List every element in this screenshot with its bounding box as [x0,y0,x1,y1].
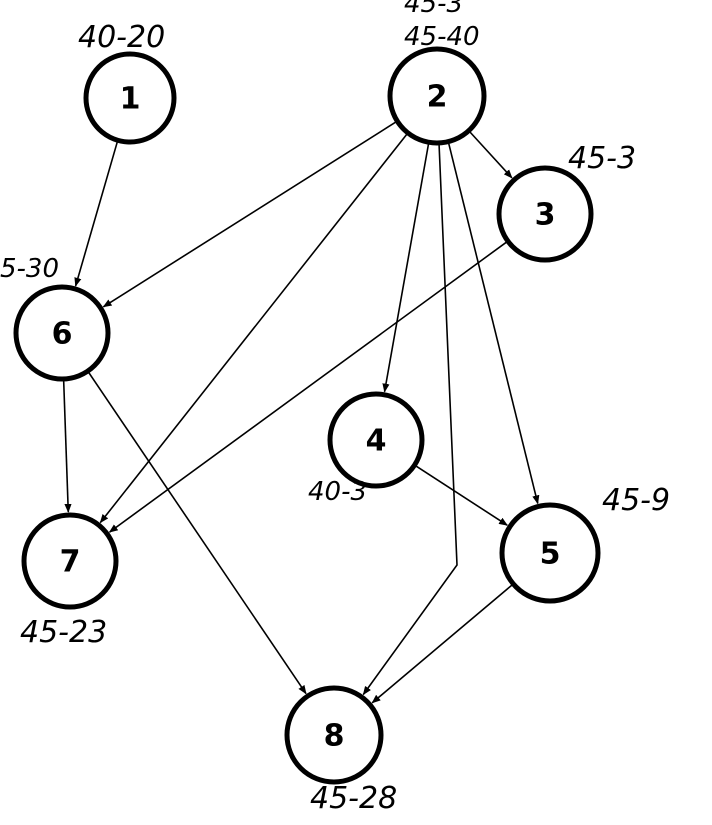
node-6-label: 6 [52,317,73,352]
edge-2-to-5 [447,143,540,505]
node-7-circle [21,512,119,610]
nodes-layer: 1 2 3 4 5 6 7 8 [13,46,601,785]
node-6: 6 [13,284,111,382]
node-2-annotation: 45-40 [404,22,480,52]
node-2-circle [387,46,487,146]
node-3-circle [496,165,594,263]
node-1-circle [83,51,177,145]
edge-2-to-7 [99,133,408,524]
edge-6-to-7 [62,380,72,513]
edge-2-to-4 [382,144,430,393]
node-5: 5 [499,502,601,604]
annotations-layer: 40-20 45-3 45-40 45-3 5-30 40-3 45-9 45-… [0,0,670,816]
node-4-circle [327,391,425,489]
edge-1-to-6 [74,141,118,287]
node-2-annotation-top: 45-3 [404,0,463,19]
edges-layer [62,121,540,704]
edge-5-to-8 [371,584,513,704]
node-5-circle [499,502,601,604]
node-7-label: 7 [60,545,81,580]
node-5-label: 5 [540,537,561,572]
node-6-annotation: 5-30 [0,254,59,284]
node-8-circle [284,685,384,785]
node-1-label: 1 [120,82,141,117]
node-8: 8 [284,685,384,785]
node-6-circle [13,284,111,382]
node-3-label: 3 [535,198,556,233]
edge-2-to-6 [102,121,397,308]
node-5-annotation: 45-9 [602,483,670,518]
edge-6-to-8 [88,372,307,695]
node-7: 7 [21,512,119,610]
edge-4-to-5 [415,465,508,526]
node-3: 3 [496,165,594,263]
node-3-annotation: 45-3 [568,141,636,176]
node-1-annotation: 40-20 [78,20,165,55]
node-8-annotation: 45-28 [310,781,397,816]
node-4-label: 4 [366,424,387,459]
edge-2-to-8 [362,144,458,696]
node-1: 1 [83,51,177,145]
node-8-label: 8 [324,719,345,754]
node-4-annotation: 40-3 [308,477,367,507]
node-2: 2 [387,46,487,146]
edge-3-to-7 [108,241,507,533]
node-2-label: 2 [427,80,448,115]
node-4: 4 [327,391,425,489]
node-7-annotation: 45-23 [20,615,107,650]
edge-2-to-3 [469,131,513,179]
